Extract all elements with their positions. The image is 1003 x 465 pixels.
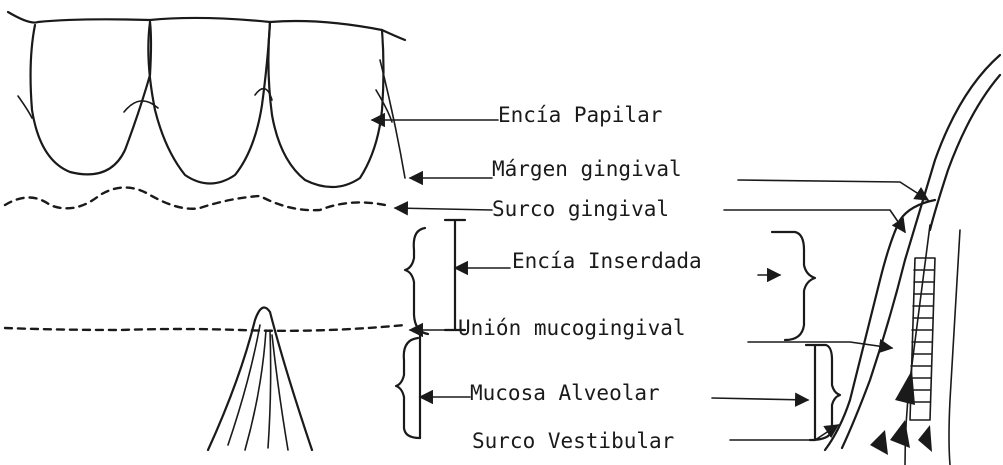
label-surco-vestibular: Surco Vestibular — [472, 429, 674, 453]
alveolar-ridge — [208, 308, 312, 451]
label-union-mucogingival: Unión mucogingival — [458, 316, 686, 340]
surco-gingival-line — [5, 188, 385, 211]
label-surco-gingival: Surco gingival — [492, 197, 669, 221]
union-mucogingival-line — [5, 325, 405, 331]
label-mucosa-alveolar: Mucosa Alveolar — [470, 381, 660, 405]
label-margen-gingival: Márgen gingival — [492, 157, 682, 181]
teeth-front-view — [8, 12, 405, 187]
sagittal-section — [825, 55, 1000, 465]
label-encia-papilar: Encía Papilar — [498, 103, 662, 127]
label-encia-insertada: Encía Inserdada — [512, 249, 702, 273]
